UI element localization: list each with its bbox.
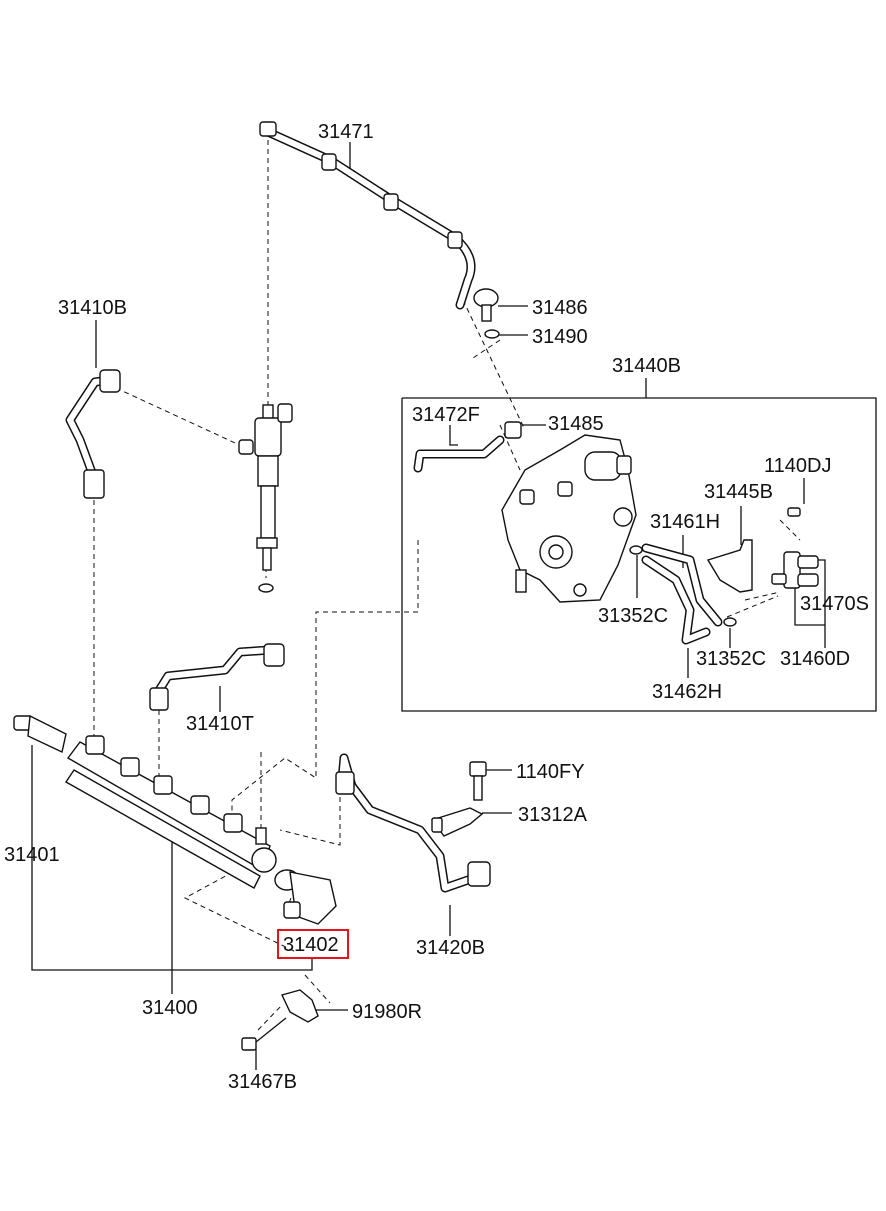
highlight-box-31402: [277, 929, 349, 959]
label-91980R: 91980R: [352, 1001, 422, 1023]
label-31410T: 31410T: [186, 713, 254, 735]
injector: [238, 403, 293, 593]
bracket-and-bolt: [241, 989, 319, 1051]
label-31401: 31401: [4, 844, 60, 866]
bolt-and-clamp: [430, 761, 487, 837]
label-31462H: 31462H: [652, 681, 722, 703]
plug-31486: [473, 288, 500, 339]
label-31402: 31402: [283, 934, 339, 956]
pump-assembly-box: [401, 397, 877, 712]
return-line-31471: [259, 121, 476, 310]
hoses-31461H-31462H: [629, 543, 737, 645]
label-31440B: 31440B: [612, 355, 681, 377]
pressure-control-valve: [274, 869, 337, 925]
label-31400: 31400: [142, 997, 198, 1019]
fuel-rail: [64, 735, 277, 889]
label-31467B: 31467B: [228, 1071, 297, 1093]
label-31486: 31486: [532, 297, 588, 319]
pipe-31410T: [149, 643, 285, 711]
label-31410B: 31410B: [58, 297, 127, 319]
label-31352C-upper: 31352C: [598, 605, 668, 627]
label-31460D: 31460D: [780, 648, 850, 670]
label-31472F: 31472F: [412, 404, 480, 426]
label-31485: 31485: [548, 413, 604, 435]
label-31471: 31471: [318, 121, 374, 143]
label-1140FY: 1140FY: [516, 761, 585, 783]
label-31470S: 31470S: [800, 593, 869, 615]
label-31312A: 31312A: [518, 804, 588, 826]
label-31352C-lower: 31352C: [696, 648, 766, 670]
pipe-31410B: [65, 369, 121, 499]
rail-pressure-sensor: [13, 714, 67, 754]
feed-pipe-31472F: [413, 421, 522, 473]
label-1140DJ: 1140DJ: [764, 455, 831, 477]
pipe-31420B: [335, 753, 491, 893]
label-31490: 31490: [532, 326, 588, 348]
label-31461H: 31461H: [650, 511, 720, 533]
part-number-labels: 31471 31410B 31486 31490 31440B 31472F 3…: [4, 121, 869, 1093]
bracket-and-valve: [706, 507, 819, 593]
label-31445B: 31445B: [704, 481, 773, 503]
leader-lines: [31, 142, 826, 1070]
high-pressure-pump: [501, 434, 637, 603]
dashed-alignment-lines: [93, 140, 801, 1031]
label-31420B: 31420B: [416, 937, 485, 959]
